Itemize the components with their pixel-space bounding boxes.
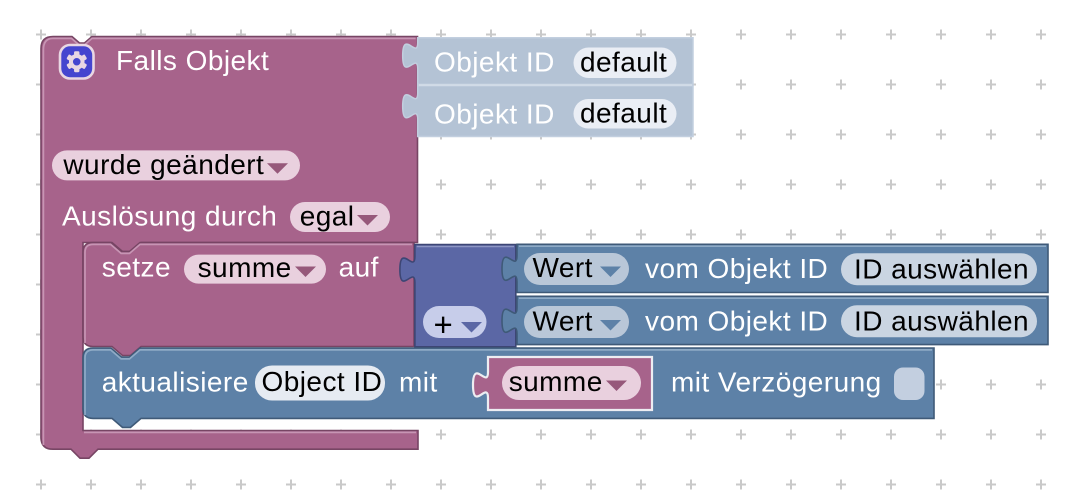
svg-text:Auslösung durch: Auslösung durch [62,201,277,232]
svg-text:egal: egal [300,201,355,232]
svg-text:Objekt ID: Objekt ID [434,99,555,130]
svg-text:default: default [580,47,667,78]
svg-text:vom Objekt ID: vom Objekt ID [645,253,828,284]
svg-text:Wert: Wert [533,306,593,337]
svg-text:mit: mit [399,367,438,398]
svg-text:aktualisiere: aktualisiere [102,367,249,398]
svg-text:ID auswählen: ID auswählen [854,253,1029,284]
svg-text:auf: auf [339,252,379,283]
svg-text:setze: setze [102,252,171,283]
svg-text:Object ID: Object ID [262,366,383,397]
svg-text:ID auswählen: ID auswählen [854,305,1029,336]
svg-text:summe: summe [198,252,292,283]
svg-text:+: + [434,306,454,343]
svg-text:Falls Objekt: Falls Objekt [116,45,269,76]
svg-text:mit Verzögerung: mit Verzögerung [671,367,882,398]
svg-text:default: default [580,98,667,129]
svg-text:summe: summe [509,366,603,397]
svg-text:Objekt ID: Objekt ID [434,47,555,78]
svg-text:vom Objekt ID: vom Objekt ID [645,306,828,337]
svg-text:wurde geändert: wurde geändert [62,149,264,180]
svg-text:Wert: Wert [533,252,593,283]
